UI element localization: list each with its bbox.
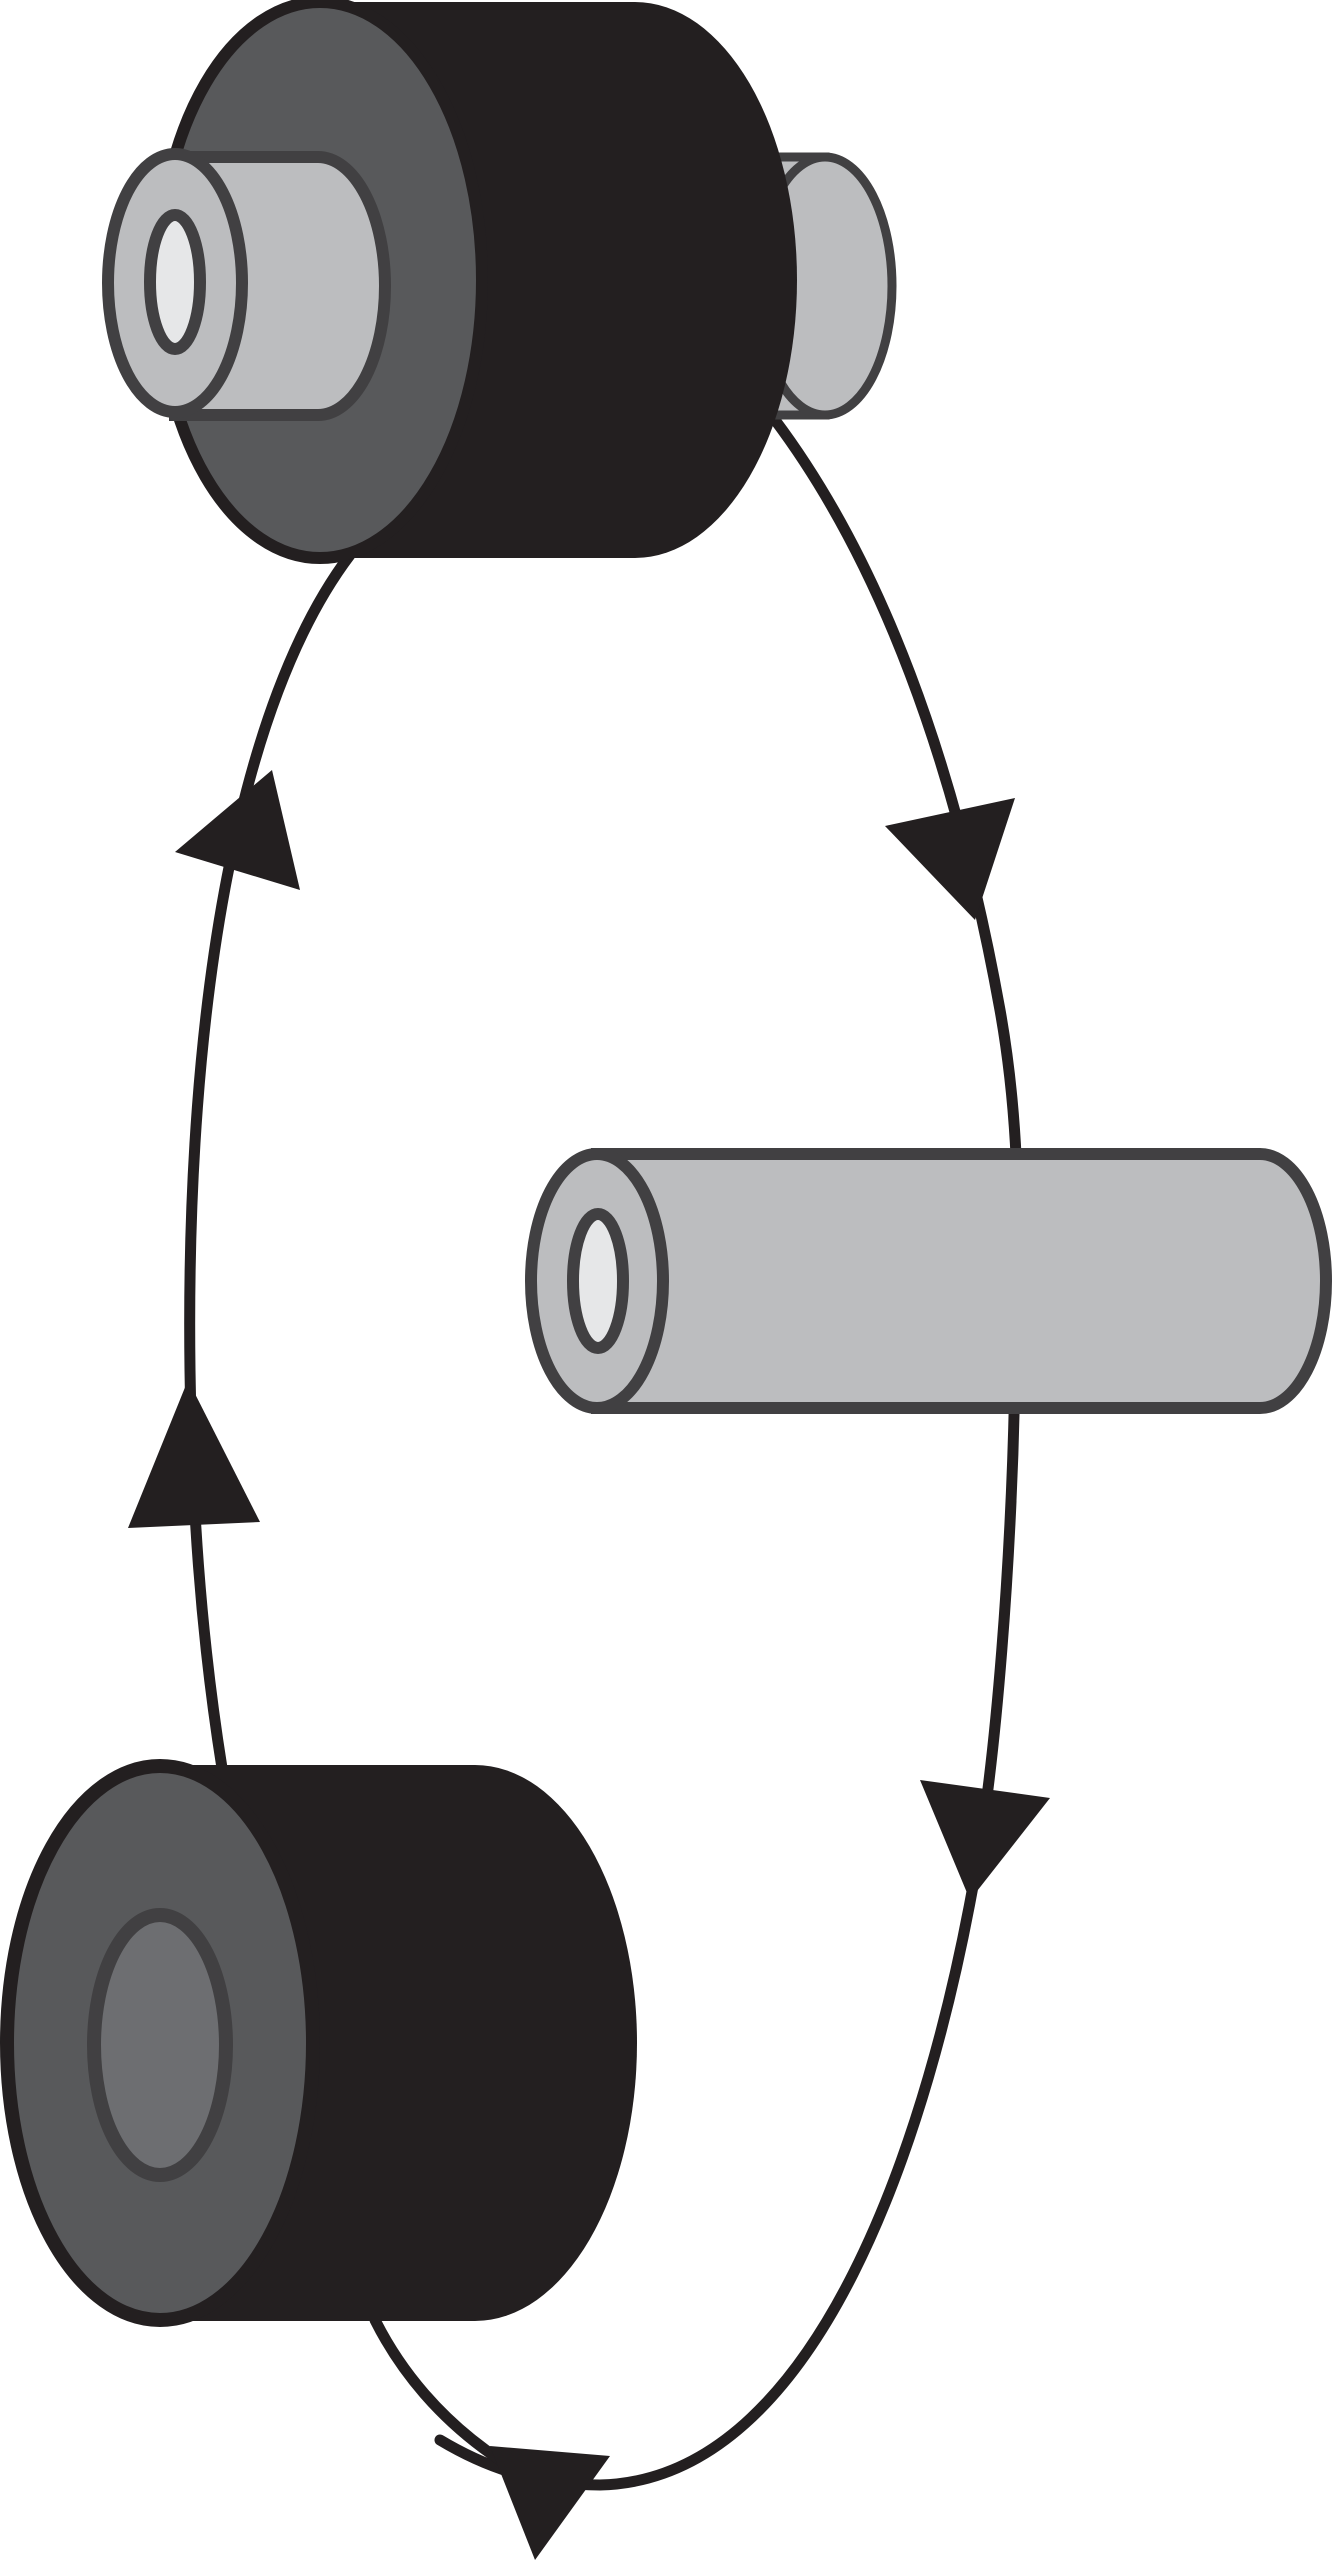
middle-tube-bore [567, 1208, 629, 1354]
arrowhead-left-upper [175, 770, 300, 890]
bottom-sleeve-bore [87, 1908, 233, 2182]
top-tube-bore [144, 209, 206, 355]
arrowheads [128, 770, 1050, 2560]
top-left-tube [102, 148, 391, 421]
arrowhead-right-lower [920, 1780, 1050, 1900]
arrowhead-bottom [490, 2446, 610, 2560]
arrowhead-right-upper [885, 798, 1015, 920]
top-assembly [102, 0, 897, 564]
arc-bottom-to-top [184, 549, 356, 1774]
bottom-sleeve [0, 1759, 637, 2327]
arc-bottom-left-tail [369, 2314, 506, 2466]
middle-tube [525, 1148, 1332, 1414]
arrowhead-left-lower [128, 1380, 260, 1528]
middle-tube-body [591, 1148, 1332, 1414]
